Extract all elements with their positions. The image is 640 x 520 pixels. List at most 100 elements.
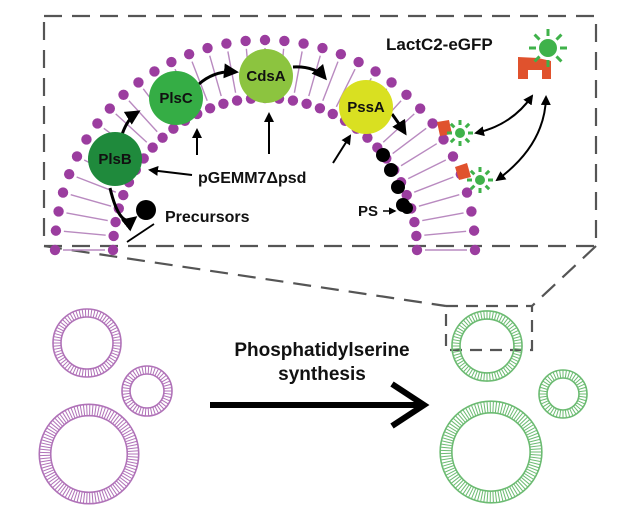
- vesicle-lipid: [470, 487, 477, 500]
- vesicle-lipid: [163, 395, 172, 399]
- vesicle-lipid: [552, 371, 557, 380]
- bound-probe-2: [455, 163, 493, 193]
- vesicle-lipid: [473, 488, 479, 501]
- vesicle-lipid: [40, 442, 52, 446]
- enzyme-pssa-node: [339, 80, 393, 134]
- vesicle-lipid: [114, 482, 123, 492]
- lipid-head: [204, 103, 216, 114]
- vesicle-lipid: [75, 310, 79, 319]
- lipid-head: [411, 230, 422, 242]
- vesicle-lipid: [127, 455, 139, 458]
- lipid-head: [118, 189, 129, 201]
- vesicle-lipid: [491, 372, 494, 381]
- lipid-head: [183, 48, 195, 60]
- vesicle-lipid: [509, 359, 518, 365]
- lipid-head: [401, 189, 412, 201]
- vesicle-lipid: [138, 367, 142, 376]
- vesicle-lipid: [555, 409, 559, 418]
- vesicle-lipid: [539, 395, 548, 398]
- process-label-line1: Phosphatidylserine: [234, 340, 409, 361]
- vesicle-inner-leaflet: [49, 414, 129, 494]
- vesicle-lipid: [39, 448, 51, 451]
- enzyme-plsc: PlsC: [149, 71, 203, 125]
- vesicle-lipid: [546, 405, 553, 413]
- vesicle-lipid: [452, 417, 463, 427]
- vesicle-lipid: [67, 488, 74, 500]
- vesicle-lipid: [120, 426, 131, 434]
- vesicle-lipid: [42, 436, 54, 442]
- vesicle-lipid: [452, 347, 461, 350]
- vesicle-lipid: [486, 401, 489, 414]
- lactc2-domain-icon: [455, 163, 471, 180]
- vesicle-lipid: [112, 347, 121, 350]
- vesicle-lipid: [511, 355, 520, 360]
- vesicle-outer-leaflet: [451, 310, 523, 382]
- vesicle-lipid: [578, 390, 587, 393]
- vesicle-lipid: [158, 403, 165, 410]
- lipid-head: [427, 118, 438, 129]
- vesicle-lipid: [455, 329, 464, 335]
- vesicle-lipid: [444, 467, 456, 473]
- vesicle-lipid: [443, 434, 455, 440]
- vesicle-lipid: [448, 422, 460, 431]
- vesicle-lipid: [67, 408, 74, 420]
- vesicle-lipid: [506, 487, 513, 499]
- vesicle-lipid: [494, 401, 498, 414]
- vesicle-lipid: [518, 416, 529, 426]
- gfp-ray: [464, 137, 471, 144]
- vesicle-lipid: [86, 492, 88, 504]
- vesicle-lipid: [69, 365, 75, 373]
- vesicle-lipid: [440, 455, 453, 458]
- vesicle-lipid: [122, 428, 133, 436]
- vesicle-lipid: [122, 472, 133, 480]
- enzyme-cdsa-node: [239, 49, 293, 103]
- vesicle-lipid: [463, 365, 470, 373]
- vesicle-lipid: [62, 360, 69, 367]
- vesicle: [439, 400, 543, 504]
- enzyme-pssa: PssA: [339, 80, 393, 134]
- lactc2-domain-icon: [518, 57, 551, 79]
- enzyme-plsb: PlsB: [88, 132, 142, 186]
- lipid-tail: [422, 212, 464, 222]
- vesicle-lipid: [64, 362, 71, 370]
- vesicle-lipid: [101, 315, 108, 323]
- vesicle-lipid: [447, 471, 458, 479]
- vesicle-lipid: [70, 407, 76, 419]
- pathway-arrow-plsc-cdsa: [198, 63, 239, 86]
- vesicle-lipid: [504, 488, 510, 500]
- pathway-arrow-cdsa-pssa: [292, 63, 327, 81]
- vesicle-lipid: [529, 445, 542, 448]
- vesicle-lipid: [94, 404, 97, 417]
- vesicle-lipid: [502, 489, 507, 501]
- vesicle-inner-leaflet: [129, 373, 165, 409]
- vesicle-lipid: [44, 471, 56, 478]
- vesicle-lipid: [460, 322, 468, 329]
- vesicle-lipid: [549, 407, 555, 415]
- lipid-tail: [424, 230, 467, 236]
- vesicle-lipid: [112, 483, 121, 494]
- vesicle-lipid: [468, 368, 474, 377]
- vesicle-lipid: [97, 366, 102, 375]
- lipid-head: [401, 89, 412, 101]
- vesicle-lipid: [504, 319, 511, 327]
- vesicle-lipid: [54, 417, 63, 427]
- vesicle-lipid: [119, 423, 129, 432]
- ps-label: PS: [358, 203, 378, 220]
- vesicle-lipid: [526, 468, 538, 475]
- vesicle-lipid: [53, 347, 62, 350]
- vesicle-lipid: [105, 360, 112, 367]
- vesicle-lipid: [55, 329, 64, 334]
- vesicle-inner-leaflet: [546, 377, 580, 411]
- vesicle-lipid: [110, 352, 119, 357]
- vesicle-lipid: [56, 415, 65, 425]
- vesicle-lipid: [50, 477, 60, 486]
- vesicle-lipid: [120, 474, 131, 482]
- vesicle-inner-leaflet: [459, 318, 515, 374]
- lipid-head: [314, 103, 326, 114]
- lipid-head: [327, 108, 338, 120]
- vesicle-lipid: [480, 490, 484, 502]
- vesicle-outer-leaflet: [38, 403, 140, 505]
- vesicle-lipid: [50, 422, 60, 431]
- vesicle-lipid: [465, 485, 472, 497]
- vesicle-outer-leaflet: [439, 400, 543, 504]
